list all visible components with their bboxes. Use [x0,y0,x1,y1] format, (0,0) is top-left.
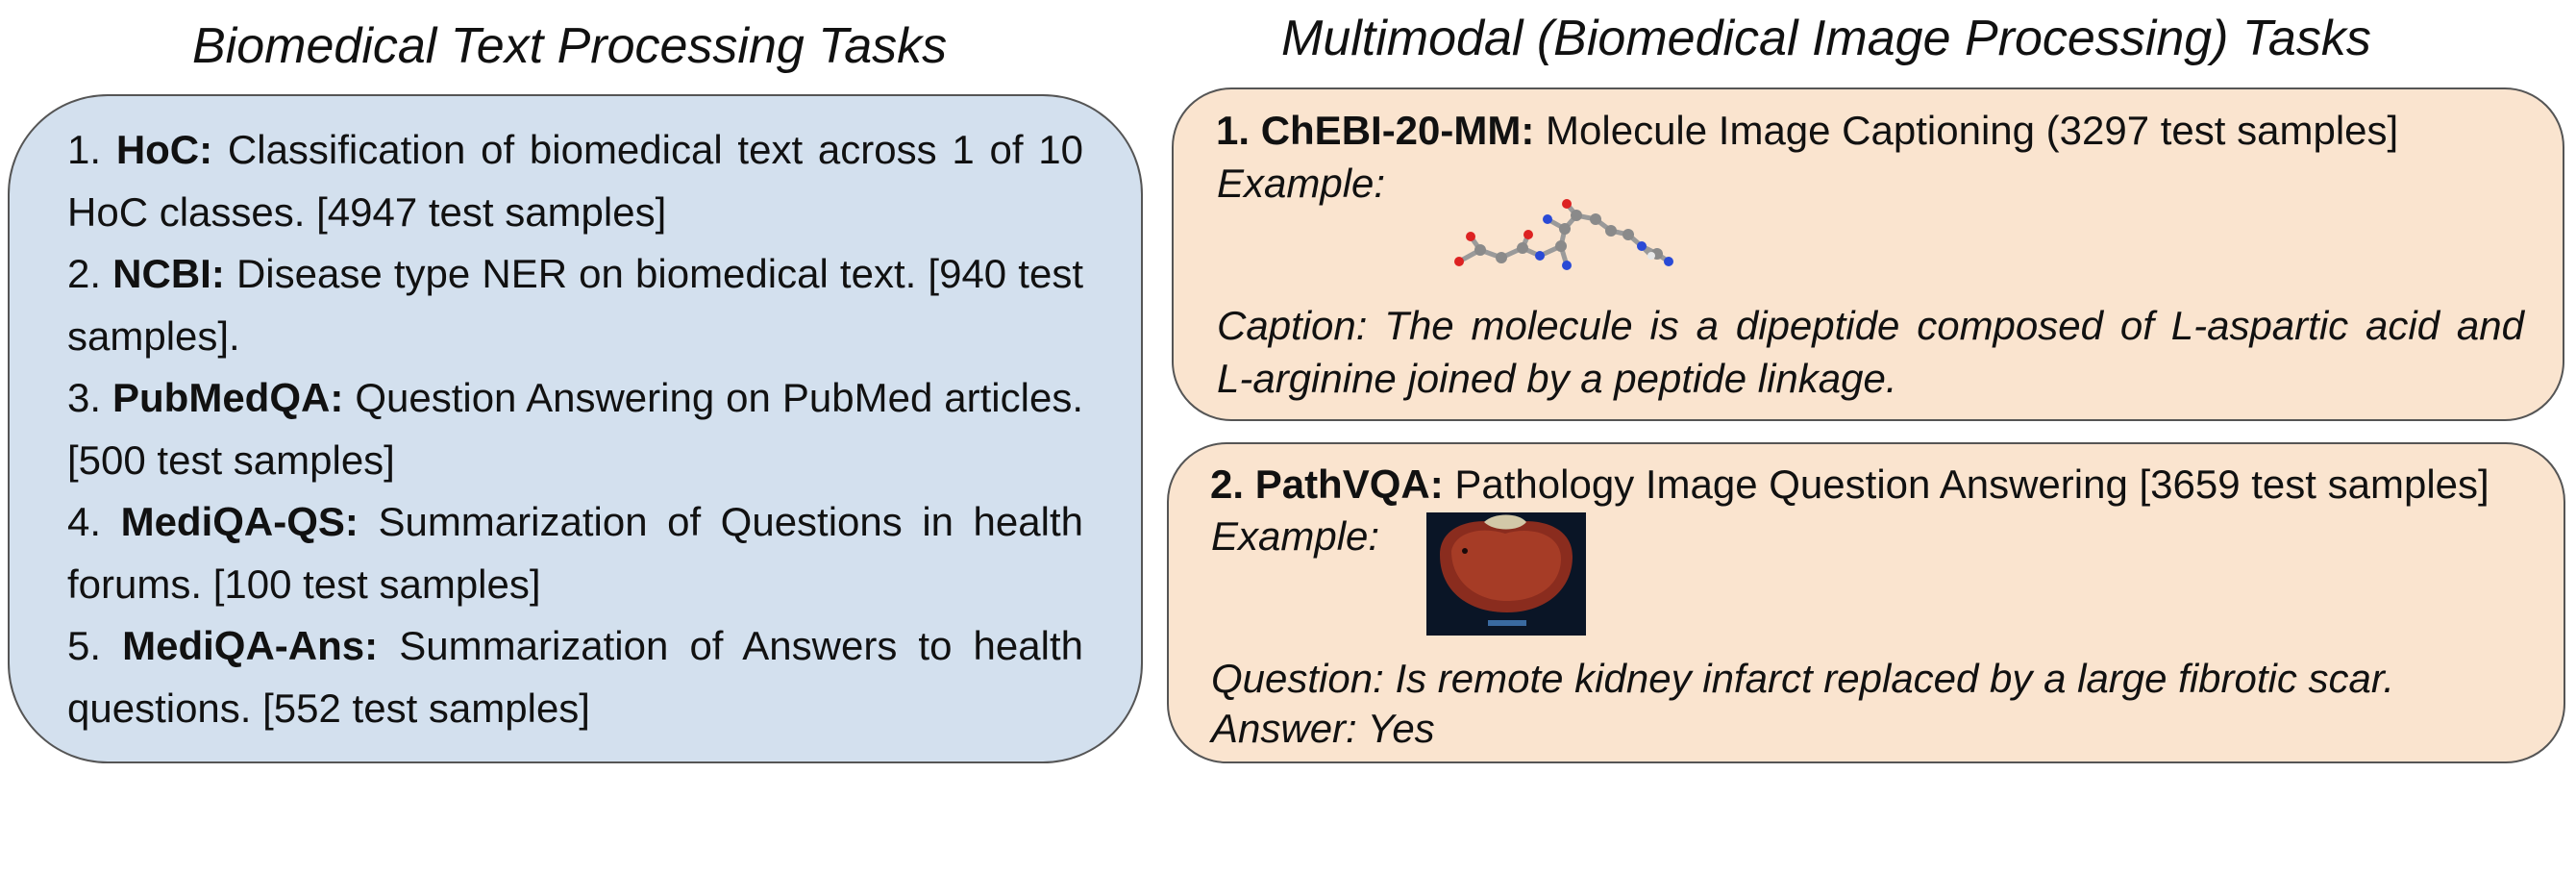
task-description: Question Answering on PubMed articles. [… [67,375,1083,483]
example-label: Example: [1217,161,1386,206]
task-name: PubMedQA: [112,375,344,420]
task-description: Classification of biomedical text across… [67,127,1084,235]
text-task-item: 1. HoC: Classification of biomedical tex… [67,119,1083,243]
text-task-item: 3. PubMedQA: Question Answering on PubMe… [67,367,1083,491]
task-description: Summarization of Answers to health quest… [67,623,1083,731]
molecule-image [1454,199,1673,270]
task-description: Summarization of Questions in health for… [67,499,1083,607]
caption-line-2: L-arginine joined by a peptide linkage. [1217,356,1897,401]
text-task-item: 5. MediQA-Ans: Summarization of Answers … [67,615,1083,739]
task-description: Pathology Image Question Answering [3659… [1454,461,2489,507]
pathvqa-task-title-line: 2. PathVQA: Pathology Image Question Ans… [1210,464,2489,505]
task-number: 2. [67,251,102,296]
task-number: 5. [67,623,102,668]
example-label: Example: [1211,513,1380,559]
task-description: Disease type NER on biomedical text. [94… [67,251,1084,359]
task-name: MediQA-Ans: [122,623,379,668]
task-description: Molecule Image Captioning (3297 test sam… [1546,108,2399,153]
task-name: MediQA-QS: [120,499,359,544]
task-name: HoC: [115,127,213,172]
question-line: Question: Is remote kidney infarct repla… [1211,656,2395,701]
text-task-item: 2. NCBI: Disease type NER on biomedical … [67,243,1083,367]
chebi-task-title-line: 1. ChEBI-20-MM: Molecule Image Captionin… [1216,111,2398,151]
task-name: NCBI: [112,251,225,296]
text-tasks-heading: Biomedical Text Processing Tasks [192,18,948,74]
task-number: 3. [67,375,102,420]
caption-line-1: Caption: The molecule is a dipeptide com… [1217,303,2524,348]
text-tasks-panel: 1. HoC: Classification of biomedical tex… [8,94,1143,763]
pathology-image [1426,512,1586,636]
task-number: 1. [67,127,102,172]
task-name: 1. ChEBI-20-MM: [1216,108,1535,153]
chebi-task-panel [1172,87,2564,421]
answer-line: Answer: Yes [1211,706,1435,751]
task-number: 4. [67,499,102,544]
pathvqa-task-panel [1167,442,2565,763]
task-name: 2. PathVQA: [1210,461,1444,507]
multimodal-tasks-heading: Multimodal (Biomedical Image Processing)… [1281,11,2371,66]
text-task-item: 4. MediQA-QS: Summarization of Questions… [67,491,1083,615]
